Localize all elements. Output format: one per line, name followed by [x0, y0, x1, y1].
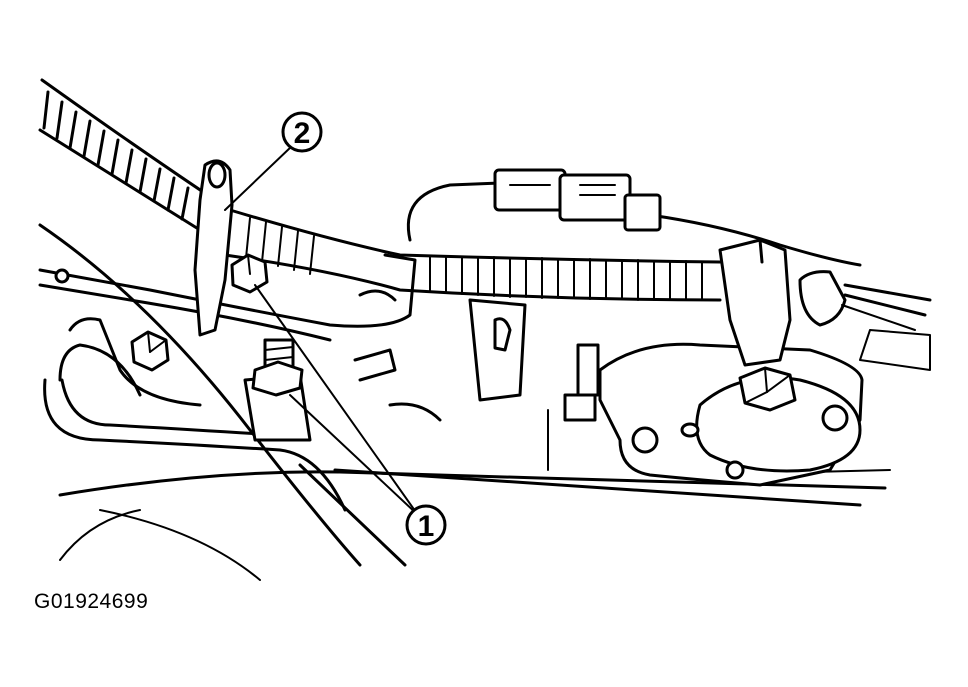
upper-wiring-harness — [38, 78, 232, 232]
small-bracket — [353, 289, 442, 422]
callout-2: 2 — [281, 111, 323, 153]
main-wiring-harness — [223, 208, 722, 302]
callout-1: 1 — [405, 504, 447, 546]
upper-stud — [230, 253, 269, 294]
tube-bracket — [43, 317, 347, 512]
electrical-connector — [493, 168, 662, 232]
left-bracket-bolt — [130, 330, 170, 372]
housing-outline — [38, 223, 891, 581]
clip-tab — [193, 159, 234, 337]
callout-leaders — [224, 145, 419, 516]
left-rod — [38, 253, 417, 342]
threaded-stud — [243, 338, 312, 442]
sensor-flange — [598, 238, 864, 487]
terminal-post — [547, 343, 600, 471]
callout-1-label: 1 — [418, 510, 435, 543]
figure-code: G01924699 — [34, 590, 149, 613]
right-wire-bundle — [798, 270, 932, 371]
harness-clip — [468, 298, 527, 402]
sensor-wire — [406, 181, 862, 267]
callout-2-label: 2 — [294, 117, 311, 150]
